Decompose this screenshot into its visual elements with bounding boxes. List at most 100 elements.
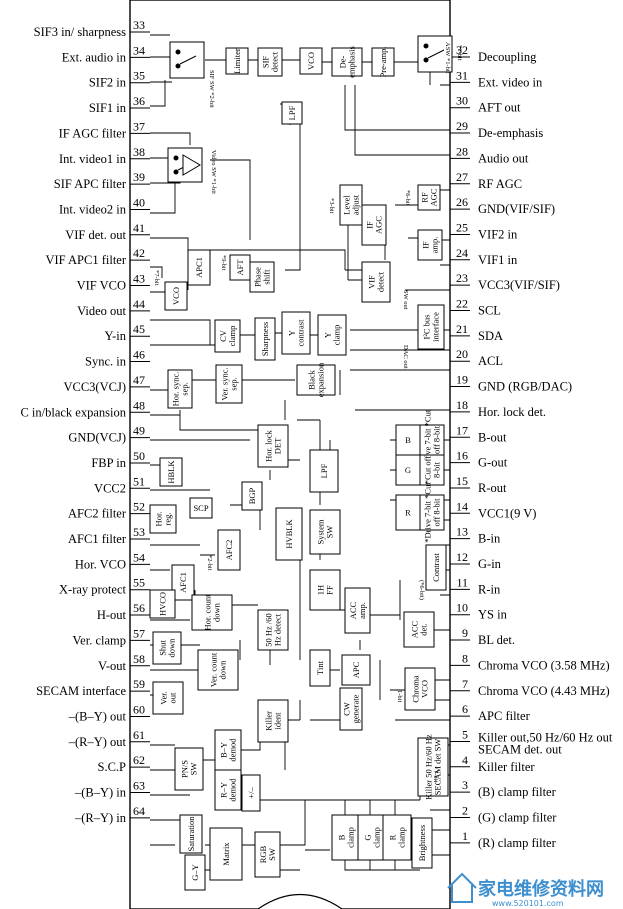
block-acc-amp: ACCamp. [344,587,371,634]
pin-label-61: –(R–Y) out [68,735,127,749]
svg-text:B–Ydemod: B–Ydemod [219,738,238,762]
svg-text:HVBLK: HVBLK [284,519,294,549]
pin-number-51: 51 [133,474,145,488]
pin-label-48: C in/black expansion [20,405,126,419]
block-hor-sync: Hor. sync.sep. [167,369,193,409]
svg-text:PN/SSW: PN/SSW [180,760,199,778]
block-r-clamp: Rclamp [382,814,412,861]
pin-label-55: X-ray protect [59,583,127,597]
pin-label-31: Ext. video in [478,75,543,89]
block-phase-shift: Phaseshift [249,261,275,293]
svg-text:Phaseshift: Phaseshift [253,267,272,287]
block-afc1: AFC1 [171,564,195,601]
pin-label-63: –(B–Y) in [74,786,127,800]
block-vif-detect: VIFdetect [361,261,391,303]
annotation-bit7c: 7-bit [432,770,439,782]
block-system-sw: SystemSW [309,509,341,555]
block-acc-det: ACCdet. [403,611,435,648]
pin-label-28: Audio out [478,151,529,165]
block-saturation: Saturation [179,814,203,854]
svg-text:I²C businterface: I²C businterface [422,312,441,342]
annotation-sif-sw: SIF SW *2-bit [208,70,215,108]
svg-text:CWgenerate: CWgenerate [342,694,361,723]
svg-text:R–Ydemod: R–Ydemod [219,778,238,802]
block-g-clamp: Gclamp [357,814,387,861]
pin-number-40: 40 [133,195,145,209]
block-killer-ident: Killerident [257,699,289,743]
block-hor-lock: Hor. lockDET [257,424,289,468]
pin-number-33: 33 [133,18,145,32]
watermark-text: 家电维修资料网 [478,878,604,900]
pin-number-58: 58 [133,652,145,666]
svg-text:SystemSW: SystemSW [316,519,335,544]
pin-number-16: 16 [456,449,468,463]
block-hz-detect: 50 Hz /60Hz detect [257,609,289,651]
pin-label-5: SECAM det. out [478,742,562,756]
block-vco-sif: VCO [299,47,323,75]
pin-number-26: 26 [456,195,468,209]
svg-text:B: B [405,435,411,445]
pin-label-35: SIF2 in [89,76,127,90]
block-ff: 1HFF [309,569,341,611]
block-pre-amp: Pre-amp. [371,47,395,77]
svg-text:Brightness: Brightness [417,825,427,861]
svg-text:CVclamp: CVclamp [218,326,237,347]
svg-text:VIFdetect: VIFdetect [367,271,386,292]
svg-text:Sharpness: Sharpness [260,322,270,356]
annotation-asw: ASW *1-bit [444,42,451,74]
pin-number-37: 37 [133,119,145,133]
pin-label-34: Ext. audio in [62,50,127,64]
svg-text:Ver.out: Ver.out [159,691,178,704]
block-apc: APC [341,654,371,686]
pin-number-30: 30 [456,94,468,108]
pin-number-45: 45 [133,322,145,336]
svg-text:Hor. lockDET: Hor. lockDET [264,429,283,461]
pin-label-5: Killer out,50 Hz/60 Hz out [478,730,613,744]
pin-label-56: H-out [97,608,127,622]
block-scp: SCP [189,497,213,519]
pin-number-62: 62 [133,753,145,767]
svg-text:IFAGC: IFAGC [365,216,384,234]
block-de-emphasis: De-emphasis [331,46,363,78]
pin-number-32: 32 [456,43,468,57]
svg-text:LPF: LPF [287,105,297,120]
block-ver-count: Ver. countdown [197,649,239,691]
pin-label-42: VIF APC1 filter [45,253,126,267]
pin-label-53: AFC1 filter [68,532,127,546]
annotation-dac-out: DAC out [402,345,409,369]
block-drive-b: B [395,424,421,456]
svg-text:G: G [405,465,411,475]
ic-notch [257,893,343,909]
pin-label-37: IF AGC filter [59,126,127,140]
pin-number-12: 12 [456,550,468,564]
block-hor-count: Hor. countdown [191,594,233,631]
pin-number-1: 1 [462,829,468,843]
pin-label-32: Decoupling [478,50,537,64]
block-if-agc: IFAGC [361,204,387,246]
pin-number-39: 39 [133,170,145,184]
block-i2c: I²C businterface [417,304,445,350]
pin-number-23: 23 [456,271,468,285]
pin-number-59: 59 [133,677,145,691]
svg-text:Killer 50 Hz/60 HzSECAM det SW: Killer 50 Hz/60 HzSECAM det SW [424,734,443,800]
pin-label-20: ACL [478,354,503,368]
pin-label-22: SCL [478,304,501,318]
block-by-demod: B–Ydemod [214,729,242,771]
pin-number-48: 48 [133,398,145,412]
pin-label-59: SECAM interface [36,684,126,698]
block-hvco: HVCO [149,589,176,619]
annotation-bit6c: (*6-bit) [418,580,425,600]
block-ry-demod: R–Ydemod [214,769,242,811]
block-cv-clamp: CVclamp [214,319,241,353]
block-cw-gen: CWgenerate [339,687,363,731]
block-afc2: AFC2 [217,529,241,571]
pin-number-46: 46 [133,348,145,362]
block-apc1: APC1 [187,249,211,286]
pin-label-41: VIF det. out [65,228,126,242]
switch-symbol [417,35,453,73]
svg-text:Hor. sync.sep.: Hor. sync.sep. [171,372,190,407]
